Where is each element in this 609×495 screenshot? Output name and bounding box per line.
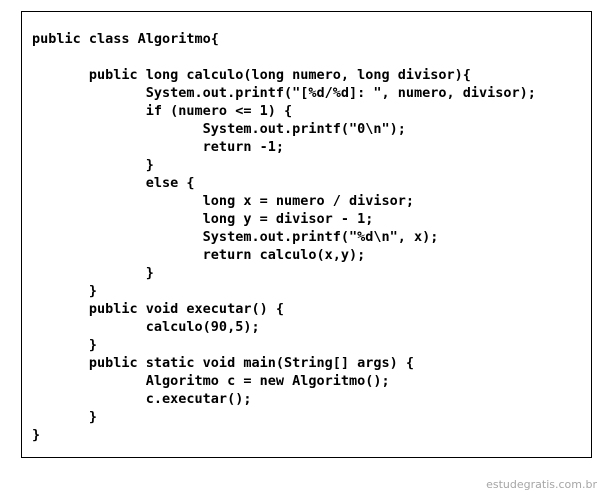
code-line: System.out.printf("0\n"); <box>32 121 406 137</box>
code-line: System.out.printf("%d\n", x); <box>32 229 439 245</box>
code-line: long y = divisor - 1; <box>32 211 374 227</box>
site-watermark: estudegratis.com.br <box>486 478 597 491</box>
code-line: Algoritmo c = new Algoritmo(); <box>32 373 390 389</box>
code-line: public static void main(String[] args) { <box>32 355 415 371</box>
code-line: if (numero <= 1) { <box>32 103 293 119</box>
code-line: return calculo(x,y); <box>32 247 366 263</box>
code-line: c.executar(); <box>32 391 252 407</box>
code-line: public long calculo(long numero, long di… <box>32 67 471 83</box>
code-line: else { <box>32 175 195 191</box>
code-line: return -1; <box>32 139 284 155</box>
code-line: calculo(90,5); <box>32 319 260 335</box>
code-line: } <box>32 409 98 425</box>
code-line: } <box>32 157 154 173</box>
code-line: } <box>32 337 98 353</box>
code-line: public class Algoritmo{ <box>32 31 219 47</box>
code-line: long x = numero / divisor; <box>32 193 415 209</box>
code-line: public void executar() { <box>32 301 284 317</box>
code-line: } <box>32 265 154 281</box>
code-block: public class Algoritmo{ public long calc… <box>21 11 592 458</box>
code-line: } <box>32 427 41 443</box>
code-line: System.out.printf("[%d/%d]: ", numero, d… <box>32 85 536 101</box>
code-line: } <box>32 283 98 299</box>
